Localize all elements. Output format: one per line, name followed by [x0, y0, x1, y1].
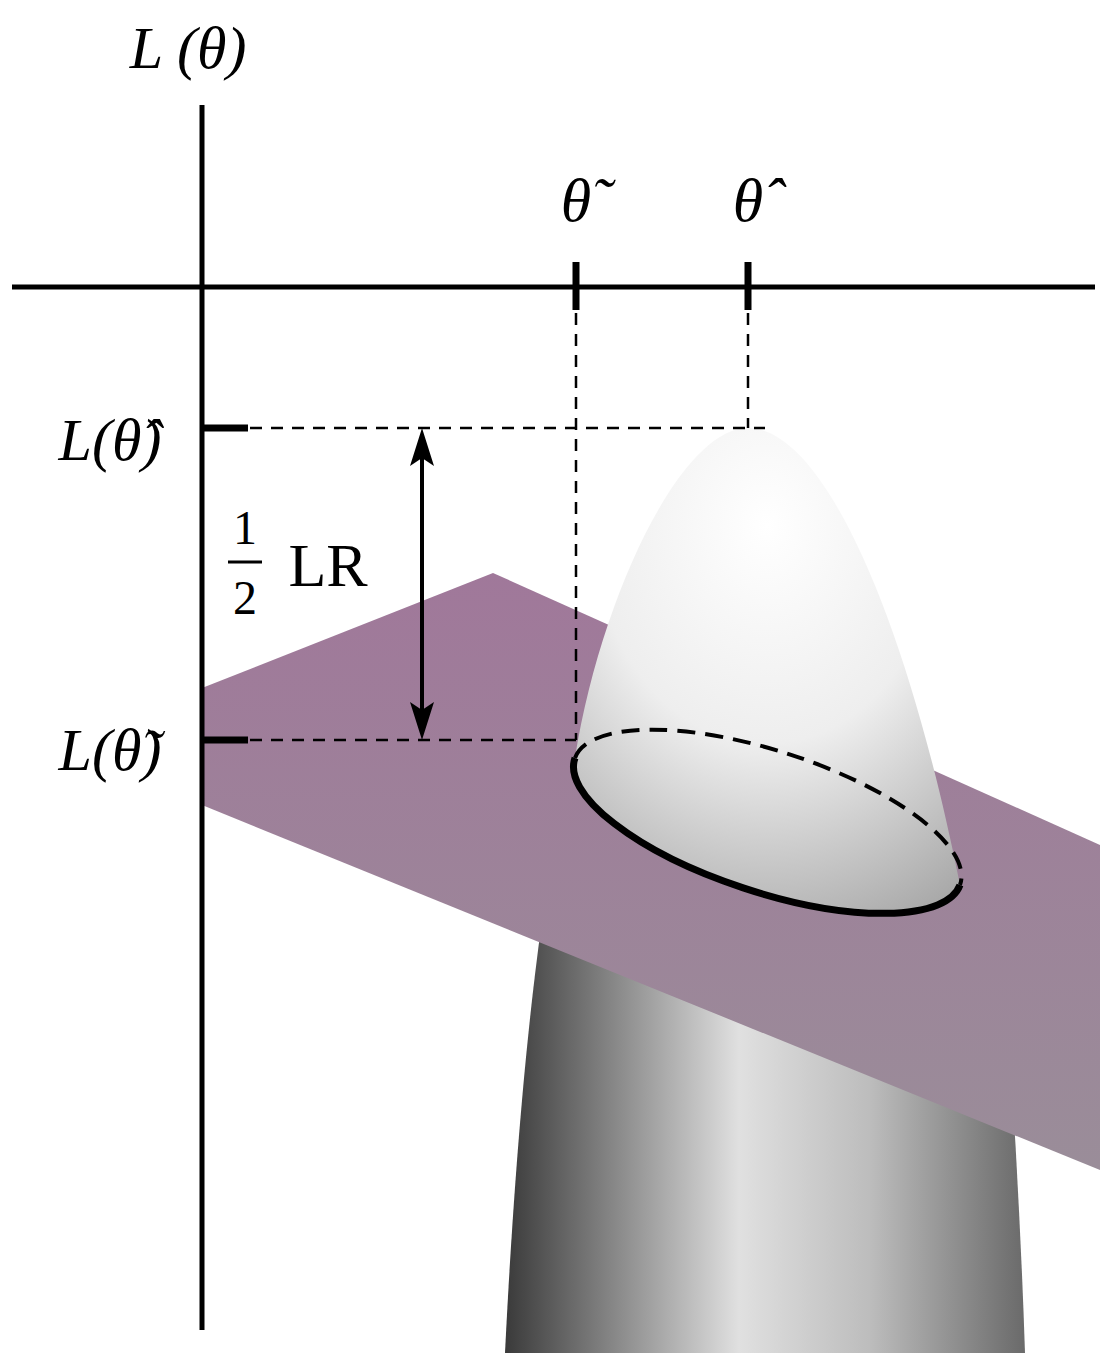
horizontal-axis: [12, 285, 1095, 290]
fraction-denominator: 2: [233, 574, 257, 622]
restricted-likelihood-label: L(θ̃): [59, 720, 162, 780]
surface-cap: [573, 428, 960, 913]
guide-line: [747, 292, 750, 428]
range-arrow: [420, 450, 424, 718]
axis-label: L (θ): [130, 18, 247, 78]
arrow-head: [410, 702, 434, 740]
guide-line: [575, 292, 578, 740]
tick: [202, 425, 248, 432]
theta-tilde-label: θ̃: [561, 169, 591, 231]
theta-hat-label: θ̂: [733, 169, 763, 231]
guide-line: [250, 427, 765, 430]
tick: [202, 737, 248, 744]
ratio-label: LR: [288, 534, 367, 596]
fraction-numerator: 1: [233, 504, 257, 552]
arrow-head: [410, 428, 434, 466]
contour-back: [575, 730, 962, 885]
guide-line: [250, 739, 576, 742]
fraction-bar: [228, 561, 262, 564]
max-likelihood-label: L(θ̂): [59, 410, 162, 470]
contour-front: [573, 758, 960, 913]
